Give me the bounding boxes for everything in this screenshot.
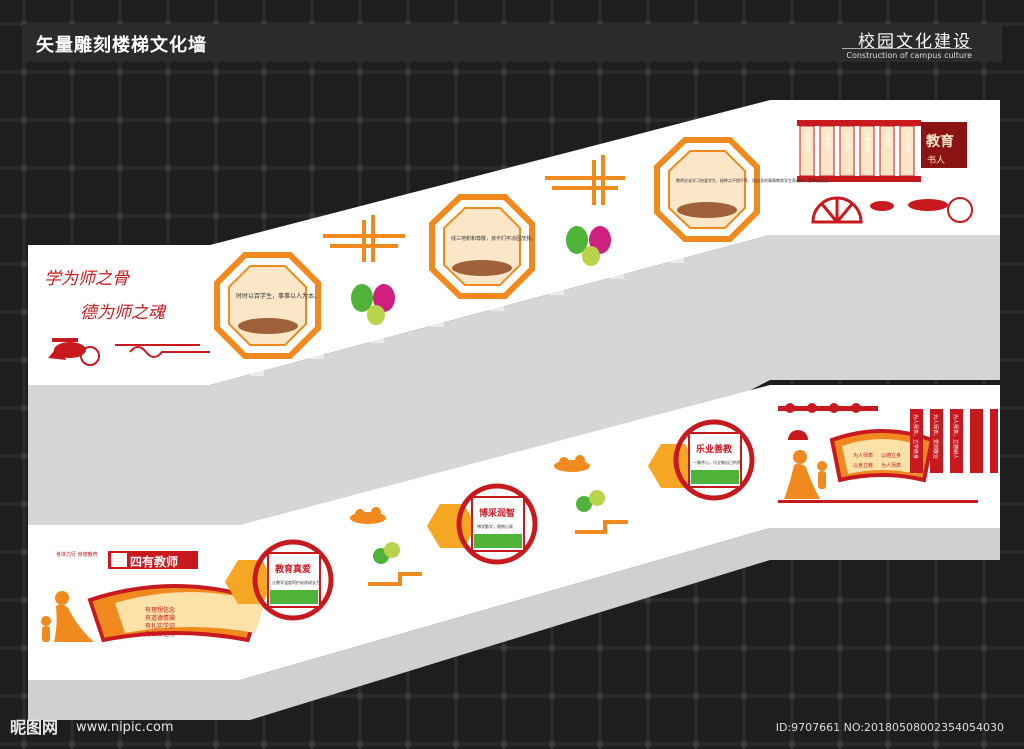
lattice-decor <box>323 155 625 262</box>
banner-3: 为人师表，立德树人 <box>952 414 959 459</box>
circle2-title: 博采润智 <box>479 507 515 519</box>
title-badge-frame <box>108 551 198 569</box>
seal-small-text: 书人 <box>927 155 945 166</box>
seal-big-text: 教育 <box>926 133 954 150</box>
motto-line-1: 学为师之骨 <box>44 269 130 289</box>
cloud-line-icon <box>115 344 210 358</box>
footer-url[interactable]: www.nipic.com <box>76 720 174 735</box>
frame3-text: 教师应该学习热爱学生，接种点不相平等，用自身的事情教育学生养成作，是学生真正 <box>676 177 828 183</box>
circle-frame-1 <box>225 539 334 621</box>
divider <box>842 48 972 49</box>
horse-cart-icon <box>870 197 973 223</box>
poem-col-6: 乐于奉献 <box>904 132 911 152</box>
step-edges <box>250 257 684 376</box>
circle1-text: 让教学温度呵护幼孩成长力 <box>272 579 320 585</box>
octagon-frame-1 <box>214 252 321 359</box>
banner-1: 为人师表，立学修身 <box>912 414 919 459</box>
cart-silhouette-icon <box>48 338 100 366</box>
fan-line-3: 有扎实学识 <box>145 622 175 630</box>
right-fan-line-1: 为人师表 <box>853 452 873 459</box>
title-badge-text: 四有教师 <box>130 554 178 569</box>
right-fan-line-3: 以身立教 <box>853 462 873 469</box>
poem-col-3: 以心育人 <box>844 132 851 152</box>
circle-frame-2 <box>427 483 538 565</box>
poem-col-4: 以身作则 <box>864 132 871 152</box>
brand-title: 校园文化建设 <box>858 32 972 52</box>
poem-col-1: 以得学生 <box>804 132 811 152</box>
small-stamp-text: 身体力行 身德教育 <box>56 551 98 558</box>
banner-2: 为人师表，爱岗敬业 <box>932 414 939 459</box>
bottom-border <box>778 500 978 503</box>
octagon-frame-2 <box>429 194 535 299</box>
frame1-text: 时时以百学生，事事以人为本。 <box>236 292 320 300</box>
circle-frame-3 <box>648 419 755 501</box>
circle2-text: 博学勤学，格物心致 <box>477 523 513 529</box>
motto-line-2: 德为师之魂 <box>80 303 167 323</box>
poem-col-2: 以精育人 <box>824 132 831 152</box>
poem-col-5: 以博学 <box>884 132 891 147</box>
circle1-title: 教育真爱 <box>274 563 311 575</box>
brand-subtitle: Construction of campus culture <box>846 51 972 60</box>
frame2-text: 线三地积和尊敬，孩不们平凉固茂我。 <box>451 235 536 242</box>
mother-child-silhouette-icon <box>41 591 94 642</box>
lower-stairs <box>28 528 1000 720</box>
header-bar: 矢量雕刻楼梯文化墙 校园文化建设 Construction of campus … <box>22 24 1002 62</box>
circle3-title: 乐业善教 <box>696 443 733 455</box>
dot-decor <box>373 490 605 564</box>
fan-wheel-icon <box>811 196 863 224</box>
step-line-decor <box>368 520 628 586</box>
leaf-icon <box>351 226 611 325</box>
right-fan-scroll <box>829 429 935 483</box>
footer-id: ID:9707661 NO:20180508002354054030 <box>775 721 1004 734</box>
right-fan-line-4: 为人师表 <box>881 462 901 469</box>
octagon-frame-3 <box>654 137 760 242</box>
fan-line-1: 有理想信念 <box>145 606 175 614</box>
fan-line-2: 有道德情操 <box>145 614 175 622</box>
fan-scroll <box>87 584 265 643</box>
cloud-icon <box>350 455 590 524</box>
scroll-panels <box>797 120 921 182</box>
circle3-text: 一脉传心，乐业做自己的师 <box>693 459 741 465</box>
teacher-child-silhouette-icon <box>784 450 827 499</box>
fan-line-4: 有仁爱之心 <box>145 630 175 638</box>
footer-logo: 昵图网 <box>10 718 59 737</box>
red-banners <box>910 409 998 473</box>
sun-icon <box>788 430 808 440</box>
page-title: 矢量雕刻楼梯文化墙 <box>36 35 207 56</box>
seal-stamp <box>921 122 967 168</box>
right-fan-line-2: 以德立身 <box>881 452 901 459</box>
cloud-border <box>778 403 878 413</box>
